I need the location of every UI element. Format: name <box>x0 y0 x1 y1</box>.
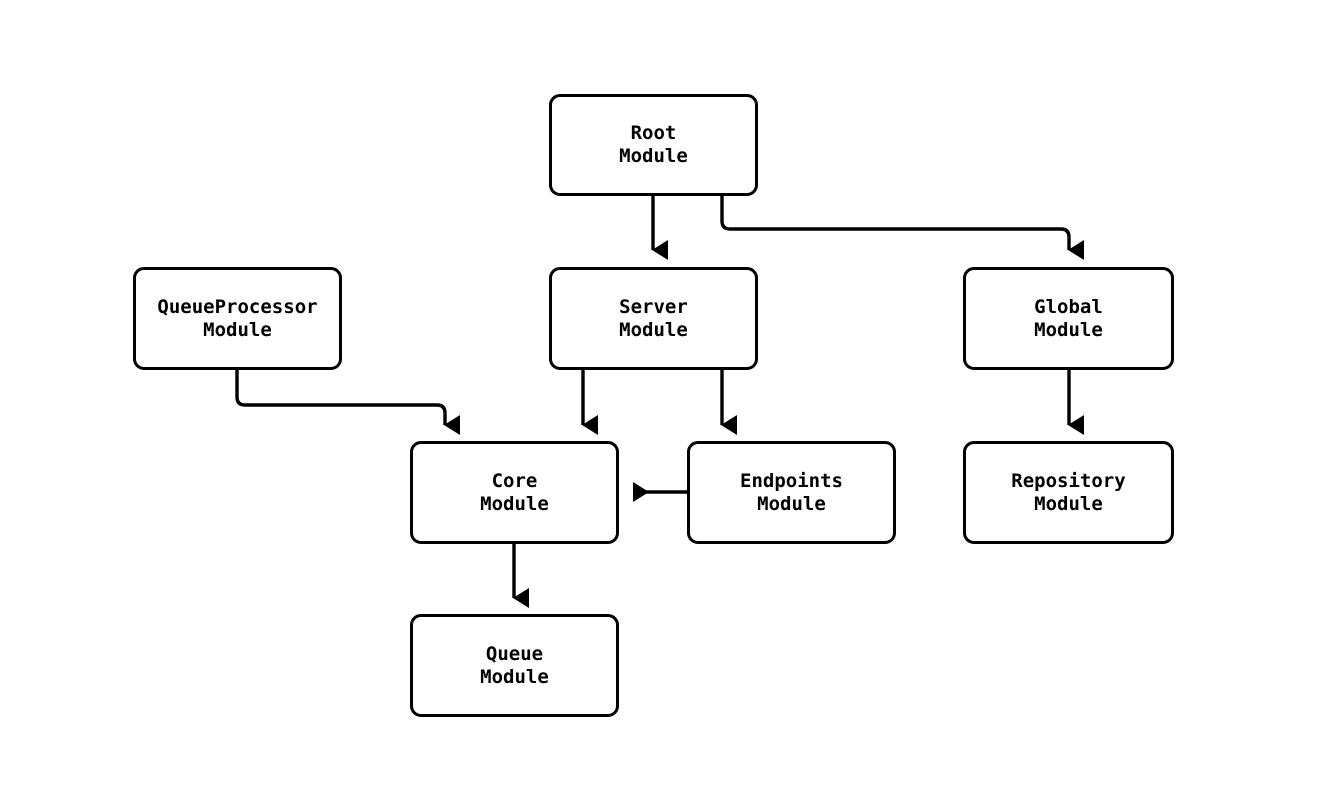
node-server-module[interactable]: Server Module <box>549 267 758 370</box>
node-global-module-label: Global Module <box>1034 295 1103 341</box>
node-core-module[interactable]: Core Module <box>410 441 619 544</box>
node-queueprocessor-module-label: QueueProcessor Module <box>157 295 318 341</box>
node-endpoints-module-label: Endpoints Module <box>740 469 843 515</box>
edge-root-to-global <box>720 196 1084 260</box>
node-queueprocessor-module[interactable]: QueueProcessor Module <box>133 267 342 370</box>
node-core-module-label: Core Module <box>480 469 549 515</box>
node-repository-module-label: Repository Module <box>1011 469 1126 515</box>
node-server-module-label: Server Module <box>619 295 688 341</box>
node-queue-module-label: Queue Module <box>480 642 549 688</box>
node-global-module[interactable]: Global Module <box>963 267 1174 370</box>
node-endpoints-module[interactable]: Endpoints Module <box>687 441 896 544</box>
node-queue-module[interactable]: Queue Module <box>410 614 619 717</box>
node-root-module[interactable]: Root Module <box>549 94 758 196</box>
node-repository-module[interactable]: Repository Module <box>963 441 1174 544</box>
edge-queueprocessor-to-core <box>235 370 460 435</box>
node-root-module-label: Root Module <box>619 122 688 167</box>
